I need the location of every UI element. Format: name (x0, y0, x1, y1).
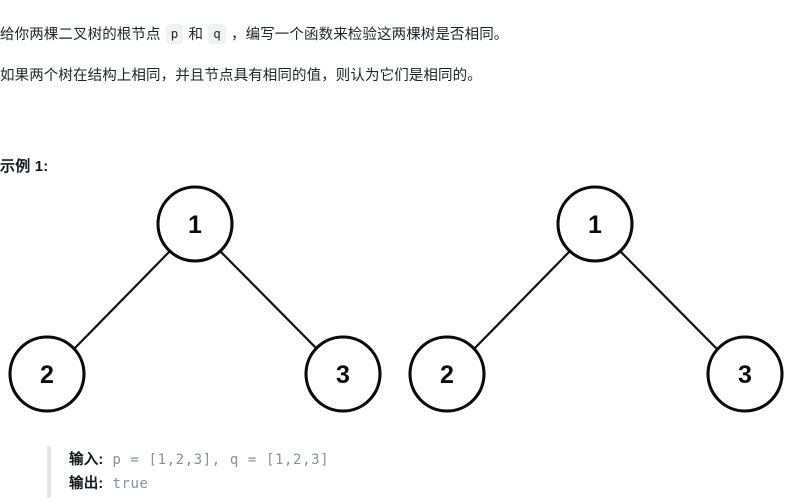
example-output-line: 输出: true (69, 472, 329, 496)
example-input-label: 输入: (69, 452, 104, 468)
node-circle-q-right (706, 335, 784, 413)
node-circle-q-root (556, 185, 634, 263)
edge-q-root-to-left (471, 249, 572, 352)
tree-q-edges (471, 249, 720, 352)
node-circle-p-right (304, 335, 382, 413)
node-circle-p-root (156, 185, 234, 263)
tree-p-node-left: 2 (8, 335, 86, 413)
tree-p-node-right: 3 (304, 335, 382, 413)
example-io-block: 输入: p = [1,2,3], q = [1,2,3] 输出: true (47, 446, 329, 498)
node-circle-p-left (8, 335, 86, 413)
example-heading: 示例 1: (0, 158, 49, 175)
binary-tree-diagram: 1 2 3 1 2 3 (0, 165, 809, 420)
example-output-label: 输出: (69, 476, 104, 492)
tree-p-edges (71, 249, 320, 352)
problem-paragraph-1: 给你两棵二叉树的根节点 p 和 q ，编写一个函数来检验这两棵树是否相同。 (0, 23, 508, 46)
edge-p-root-to-right (218, 249, 320, 352)
edge-q-root-to-right (618, 249, 720, 352)
node-label-p-left: 2 (40, 361, 54, 389)
tree-q-node-root: 1 (556, 185, 634, 263)
paragraph-1-text-after-q: ，编写一个函数来检验这两棵树是否相同。 (226, 26, 509, 43)
node-label-q-left: 2 (440, 361, 454, 389)
node-label-p-right: 3 (336, 361, 350, 389)
example-input-value: p = [1,2,3], q = [1,2,3] (103, 452, 330, 468)
example-input-line: 输入: p = [1,2,3], q = [1,2,3] (69, 448, 329, 472)
node-label-q-root: 1 (588, 211, 602, 239)
tree-q-node-left: 2 (408, 335, 486, 413)
tree-q-node-right: 3 (706, 335, 784, 413)
node-label-p-root: 1 (188, 211, 202, 239)
problem-paragraph-2: 如果两个树在结构上相同，并且节点具有相同的值，则认为它们是相同的。 (0, 67, 482, 84)
inline-code-q: q (208, 23, 226, 44)
example-output-value: true (103, 476, 149, 492)
node-label-q-right: 3 (738, 361, 752, 389)
inline-code-p: p (165, 23, 184, 44)
tree-p-node-root: 1 (156, 185, 234, 263)
paragraph-1-text-between: 和 (184, 26, 208, 43)
node-circle-q-left (408, 335, 486, 413)
paragraph-1-text-before-p: 给你两棵二叉树的根节点 (0, 26, 165, 43)
edge-p-root-to-left (71, 249, 172, 352)
